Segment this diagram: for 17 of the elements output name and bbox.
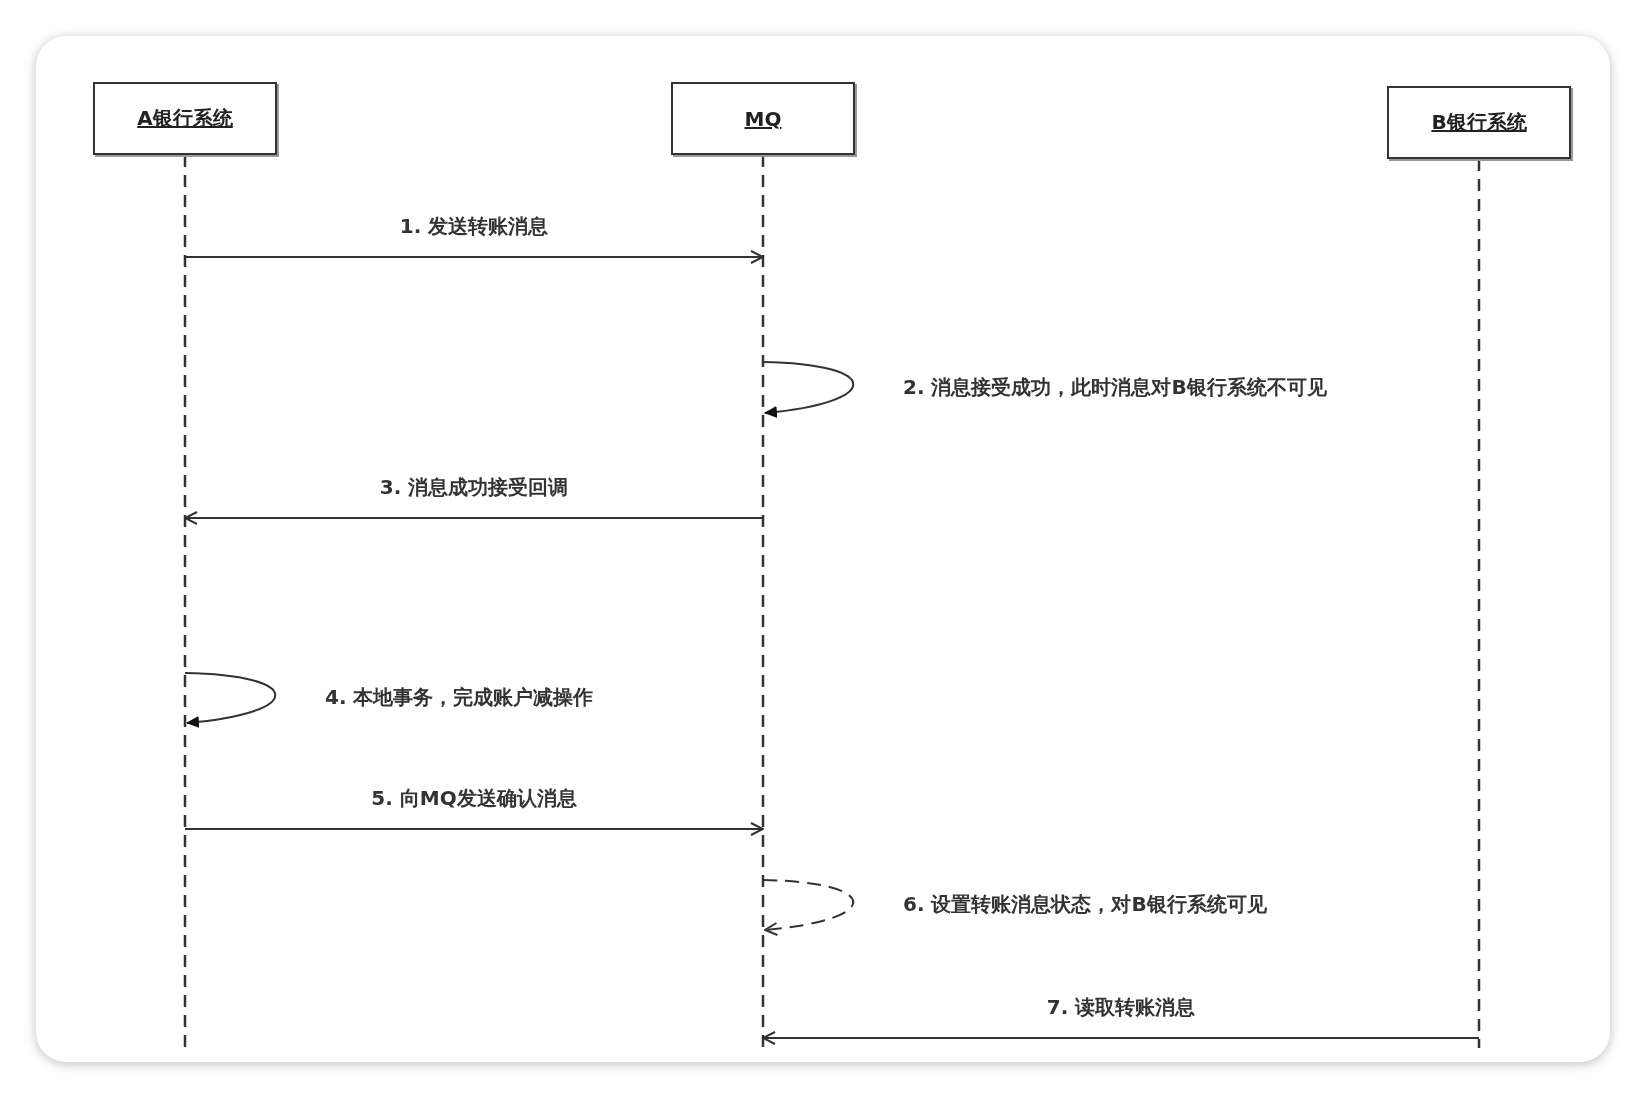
arrow	[762, 1031, 1480, 1045]
edge-label: 3. 消息成功接受回调	[379, 474, 569, 501]
arrow	[184, 250, 764, 264]
edge-label: 6. 设置转账消息状态，对B银行系统可见	[903, 891, 1267, 918]
edge-label: 2. 消息接受成功，此时消息对B银行系统不可见	[903, 373, 1327, 401]
arrow	[762, 879, 855, 936]
arrow	[184, 672, 277, 728]
arrow	[762, 361, 855, 418]
arrow	[184, 511, 764, 525]
edge-label: 1. 发送转账消息	[399, 213, 549, 240]
edge-label: 4. 本地事务，完成账户减操作	[325, 684, 594, 711]
edge-label: 5. 向MQ发送确认消息	[371, 785, 577, 812]
edge-label: 7. 读取转账消息	[1046, 994, 1196, 1021]
participant-name: B银行系统	[1431, 109, 1527, 136]
participant-name: MQ	[744, 106, 782, 131]
arrow	[184, 822, 764, 836]
participant-name: A银行系统	[137, 105, 233, 132]
